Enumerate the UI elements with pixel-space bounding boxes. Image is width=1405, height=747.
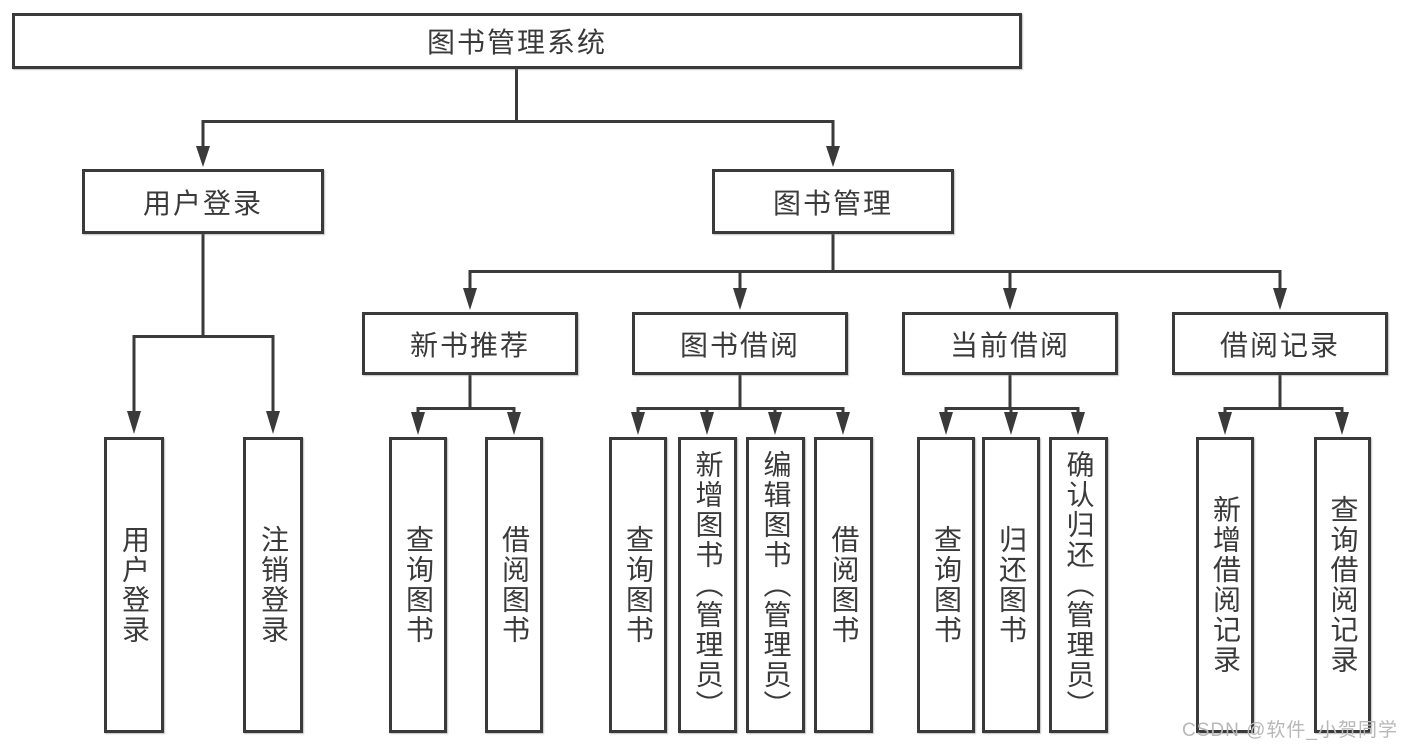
node-user-login: 用户登录 (82, 169, 324, 234)
leaf-return-books: 归还图书 (982, 437, 1040, 733)
csdn-watermark: CSDN @软件_小贺同学 (1182, 720, 1398, 741)
arrowhead-down-icon (631, 412, 645, 435)
connector-current-to-leaves (939, 375, 1085, 435)
leaf-label: 新增借阅记录 (1210, 495, 1241, 675)
leaf-label: 归还图书 (996, 525, 1027, 645)
leaf-label: 编辑图书（管理员） (760, 450, 792, 720)
leaf-label: 查询图书 (623, 525, 654, 645)
leaf-label: 注销登录 (258, 525, 289, 645)
node-new-book-recommend: 新书推荐 (362, 312, 578, 375)
leaf-add-book-admin: 新增图书（管理员） (678, 437, 737, 733)
connector-book-management-to-level3 (463, 234, 1287, 310)
arrowhead-down-icon (733, 288, 747, 310)
leaf-query-borrow-record: 查询借阅记录 (1314, 437, 1371, 733)
arrowhead-down-icon (507, 412, 521, 435)
leaf-label: 查询图书 (403, 525, 434, 645)
connector-user-login-to-leaves (127, 234, 280, 434)
node-book-management: 图书管理 (712, 169, 954, 234)
arrowhead-down-icon (700, 412, 714, 435)
leaf-query-books-new: 查询图书 (389, 437, 447, 733)
connector-root-to-level2 (196, 68, 840, 167)
leaf-label: 确认归还（管理员） (1063, 450, 1095, 720)
leaf-label: 查询图书 (931, 525, 962, 645)
leaf-borrow-books-borrowing: 借阅图书 (814, 437, 873, 733)
arrowhead-down-icon (1218, 412, 1232, 435)
node-root: 图书管理系统 (12, 13, 1022, 69)
node-current-borrowing: 当前借阅 (902, 312, 1118, 375)
arrowhead-down-icon (196, 146, 210, 167)
arrowhead-down-icon (1003, 288, 1017, 310)
connector-borrowing-to-leaves (631, 375, 850, 435)
arrowhead-down-icon (1273, 288, 1287, 310)
arrowhead-down-icon (1071, 412, 1085, 435)
leaf-query-books-borrowing: 查询图书 (609, 437, 667, 733)
arrowhead-down-icon (1335, 412, 1349, 435)
leaf-label: 借阅图书 (828, 525, 860, 645)
leaf-edit-book-admin: 编辑图书（管理员） (746, 437, 805, 733)
leaf-label: 借阅图书 (499, 525, 530, 645)
node-borrowing-records: 借阅记录 (1172, 312, 1388, 375)
leaf-query-books-current: 查询图书 (917, 437, 975, 733)
leaf-confirm-return-admin: 确认归还（管理员） (1049, 437, 1108, 733)
arrowhead-down-icon (1004, 412, 1018, 435)
node-book-borrowing: 图书借阅 (632, 312, 848, 375)
arrowhead-down-icon (411, 412, 425, 435)
arrowhead-down-icon (939, 412, 953, 435)
arrowhead-down-icon (463, 288, 477, 310)
leaf-add-borrow-record: 新增借阅记录 (1196, 437, 1254, 733)
connector-new-books-to-leaves (411, 375, 521, 435)
arrowhead-down-icon (127, 411, 141, 434)
arrowhead-down-icon (826, 146, 840, 167)
arrowhead-down-icon (266, 411, 280, 434)
connector-records-to-leaves (1218, 375, 1349, 435)
arrowhead-down-icon (836, 412, 850, 435)
arrowhead-down-icon (768, 412, 782, 435)
leaf-label: 用户登录 (119, 525, 150, 645)
leaf-label: 新增图书（管理员） (692, 450, 724, 720)
leaf-user-login: 用户登录 (104, 437, 164, 733)
leaf-borrow-books-new: 借阅图书 (485, 437, 543, 733)
leaf-label: 查询借阅记录 (1327, 495, 1359, 675)
leaf-logout: 注销登录 (243, 437, 303, 733)
